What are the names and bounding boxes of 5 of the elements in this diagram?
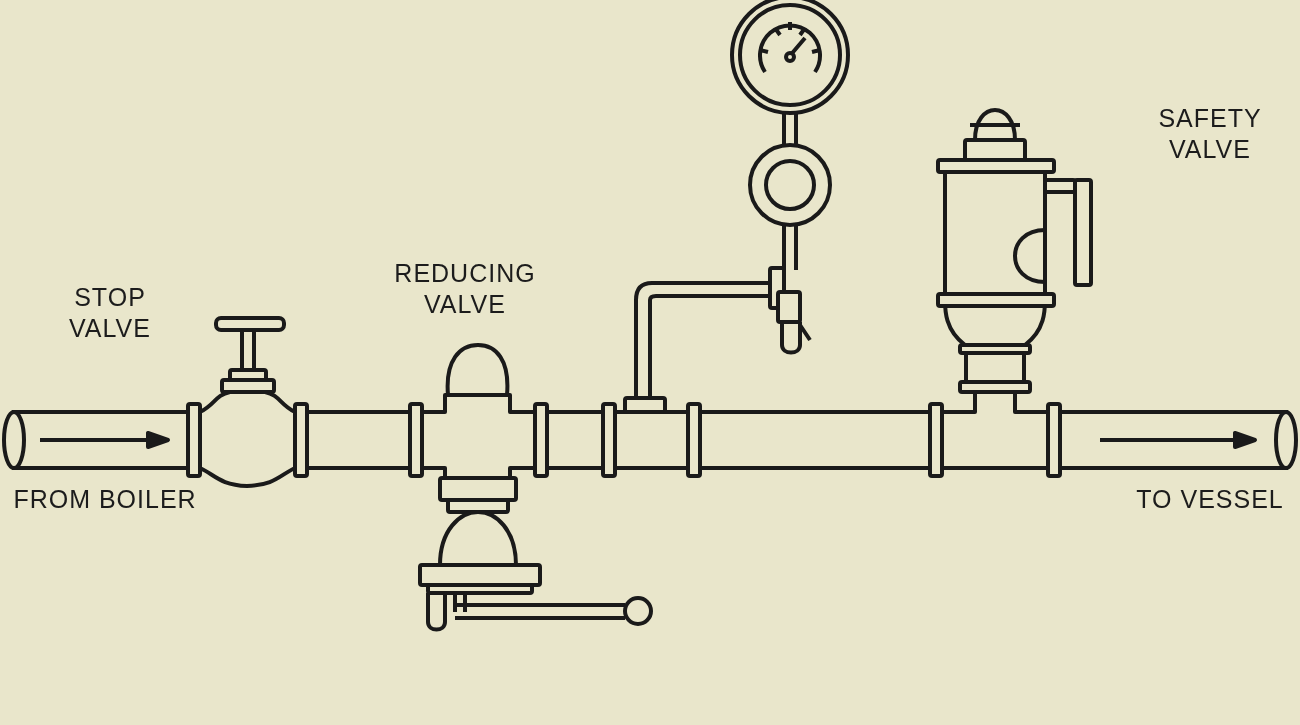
valve-label: REDUCING VALVE bbox=[393, 258, 537, 321]
valve-label: SAFETY VALVE bbox=[1157, 103, 1263, 166]
flow-label: FROM BOILER bbox=[12, 484, 198, 515]
valve-label: STOP VALVE bbox=[68, 282, 152, 345]
flow-label: TO VESSEL bbox=[1135, 484, 1285, 515]
